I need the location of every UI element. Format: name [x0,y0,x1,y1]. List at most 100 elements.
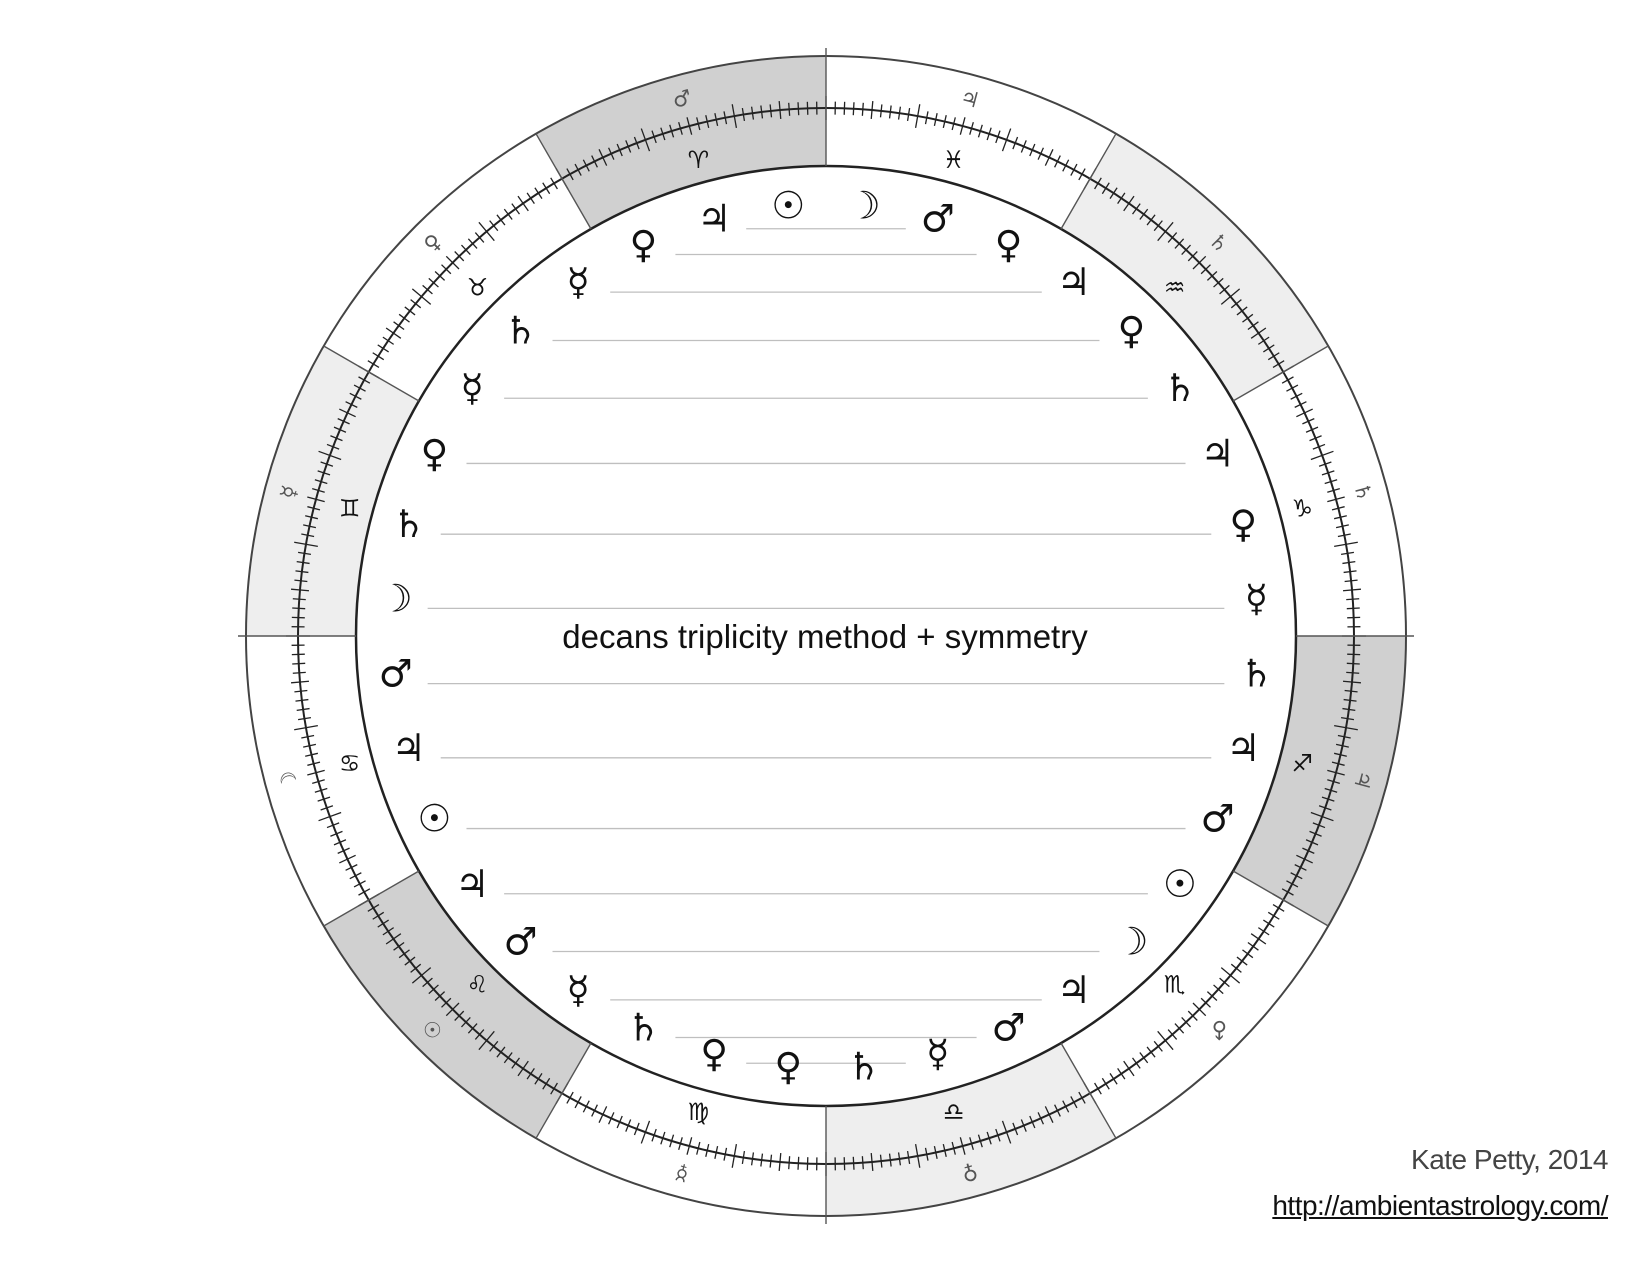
degree-tick [367,360,380,368]
sign-glyph-sagittarius: ♐ [1291,750,1313,778]
decan-planet-glyph: ♂ [992,1006,1026,1050]
sign-ruler-glyph: ♀ [959,1159,980,1186]
degree-tick [1342,588,1362,592]
degree-tick [454,251,465,262]
degree-tick [888,1153,892,1167]
degree-tick [358,888,371,896]
degree-tick [320,461,334,467]
degree-tick [1132,1057,1141,1069]
degree-tick [591,1104,598,1117]
degree-tick [534,187,543,199]
degree-tick [314,787,328,793]
degree-tick [1200,997,1211,1008]
degree-tick [625,140,632,153]
degree-tick [879,1154,883,1168]
degree-tick [1250,327,1267,339]
degree-tick [290,680,310,684]
degree-tick [410,299,422,309]
degree-tick [1132,203,1141,215]
decan-planet-glyph: ♃ [697,197,731,241]
degree-tick [1054,1104,1061,1117]
decan-planet-glyph: ☽ [847,184,881,228]
sign-glyph-aries: ♈ [688,146,710,174]
degree-tick [467,1023,478,1034]
degree-tick [714,1145,719,1159]
degree-tick [1346,598,1360,601]
degree-tick [788,102,791,116]
degree-tick [1310,811,1334,822]
sign-ruler-glyph: ☿ [673,1160,692,1187]
degree-tick [1346,671,1360,674]
degree-tick [1157,1030,1174,1051]
degree-tick [1342,707,1356,712]
degree-tick [372,911,385,920]
degree-tick [1247,321,1259,330]
decan-planet-glyph: ☿ [926,1031,949,1075]
degree-tick [924,111,929,125]
degree-tick [1312,822,1326,829]
decan-planet-glyph: ☽ [379,576,413,620]
decan-planet-glyph: ♂ [379,652,413,696]
degree-tick [1312,443,1326,450]
decan-planet-glyph: ♂ [921,197,955,241]
decan-planet-glyph: ♄ [1239,652,1273,696]
degree-tick [951,117,956,131]
degree-tick [317,796,331,802]
degree-tick [1327,496,1345,503]
sign-cusp-line [1232,870,1329,927]
degree-tick [678,122,683,135]
degree-tick [1247,942,1259,951]
wheel-title: decans triplicity method + symmetry [562,618,1088,655]
degree-tick [1236,306,1248,316]
decan-planet-glyph: ♀ [774,1044,802,1088]
degree-tick [312,779,325,784]
degree-tick [1213,277,1224,288]
degree-tick [292,607,306,610]
degree-tick [330,830,343,837]
degree-tick [969,1137,974,1150]
degree-tick [1334,541,1358,548]
degree-tick [1344,579,1358,583]
sign-glyph-virgo: ♍ [688,1098,710,1126]
degree-tick [769,1154,773,1168]
sign-cusp-line [1060,1042,1117,1139]
degree-tick [633,1122,640,1136]
degree-tick [292,662,306,665]
website-link[interactable]: http://ambientastrology.com/ [1272,1190,1608,1221]
degree-tick [1290,392,1303,400]
decan-planet-glyph: ♀ [630,222,658,266]
degree-tick [1146,214,1156,226]
sign-glyph-pisces: ♓ [943,146,965,174]
degree-tick [385,933,402,945]
degree-tick [1167,1029,1178,1040]
degree-tick [445,1002,460,1017]
degree-tick [353,880,366,888]
degree-tick [769,104,773,118]
degree-tick [1286,880,1299,888]
degree-tick [731,104,738,128]
degree-tick [788,1156,791,1170]
degree-tick [608,1112,615,1125]
degree-tick [404,956,416,966]
degree-tick [1139,208,1149,220]
degree-tick [422,284,433,295]
degree-tick [434,270,446,281]
degree-tick [1012,1122,1019,1136]
degree-tick [1263,919,1275,928]
degree-tick [294,541,318,548]
decan-planet-glyph: ♄ [847,1044,881,1088]
decan-planet-glyph: ☉ [771,184,805,228]
degree-tick [870,100,874,120]
sign-cusp-line [535,1042,592,1139]
degree-tick [1321,470,1335,476]
degree-tick [292,671,306,674]
degree-tick [1236,956,1248,966]
decan-planet-glyph: ♃ [455,862,489,906]
degree-tick [1331,761,1345,766]
degree-tick [307,506,321,511]
decan-planet-glyph: ☿ [567,260,590,304]
degree-tick [1290,872,1303,880]
degree-tick [1318,805,1332,811]
degree-tick [517,195,529,212]
degree-tick [741,107,746,122]
